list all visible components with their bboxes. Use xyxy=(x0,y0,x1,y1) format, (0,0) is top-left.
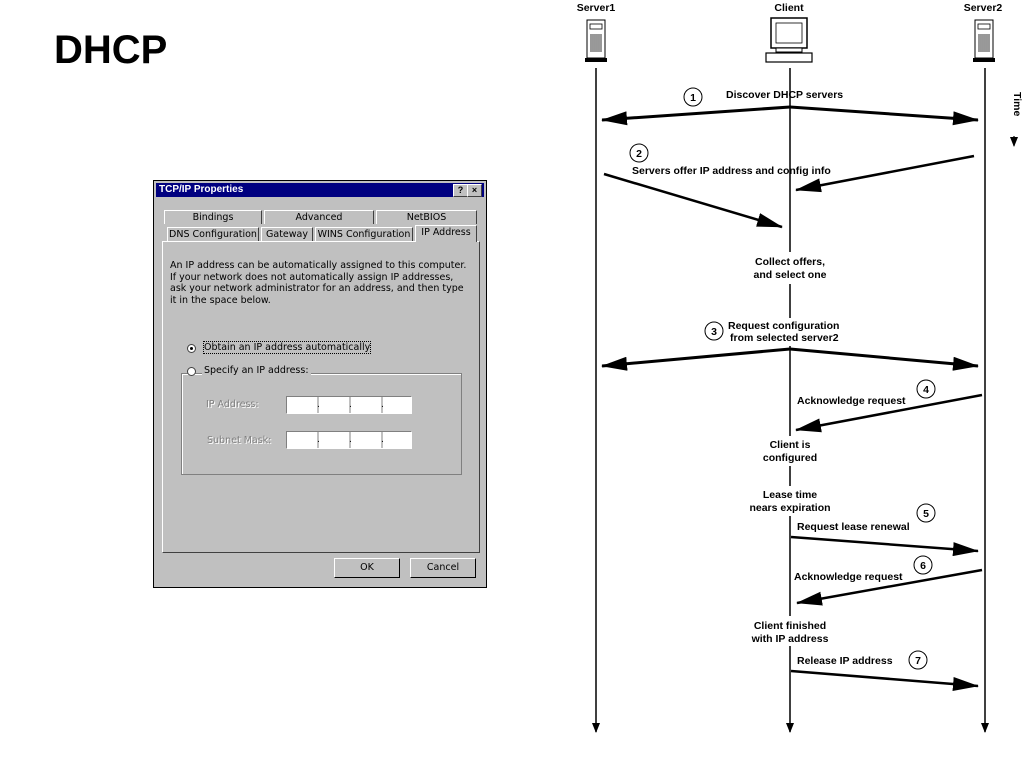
step-1-number: 1 xyxy=(690,92,696,104)
participant-client-label: Client xyxy=(774,2,804,14)
specify-ip-groupbox xyxy=(181,373,462,475)
ip-octet-3[interactable] xyxy=(351,397,381,413)
step-4-number: 4 xyxy=(923,384,929,396)
tab-dns-configuration[interactable]: DNS Configuration xyxy=(167,227,259,241)
step-6-number-circle xyxy=(913,555,933,575)
subnet-mask-field[interactable]: . . . xyxy=(286,431,412,449)
dhcp-sequence-diagram: Server1 Client Server2 Time 1 Dis xyxy=(577,2,1023,733)
step-1-label: Discover DHCP servers xyxy=(726,89,843,101)
step-3-number-circle xyxy=(704,321,724,341)
step-3-number: 3 xyxy=(711,326,717,338)
tab-wins-configuration[interactable]: WINS Configuration xyxy=(315,227,413,241)
radio-obtain-automatically-label[interactable]: Obtain an IP address automatically xyxy=(202,341,372,354)
step-2-number: 2 xyxy=(636,148,642,160)
step-5-renewal: 5 Request lease renewal xyxy=(790,503,979,557)
step-2-number-circle xyxy=(629,143,649,163)
ip-octet-4[interactable] xyxy=(383,397,411,413)
step-3-request: 3 Request configuration from selected se… xyxy=(601,320,979,371)
mask-dot: . xyxy=(349,435,352,445)
participant-server1-label: Server1 xyxy=(577,2,616,14)
ip-dot: . xyxy=(317,400,320,410)
step-3-label-line2: from selected server2 xyxy=(730,332,839,344)
tab-advanced[interactable]: Advanced xyxy=(264,210,374,224)
step-7-number: 7 xyxy=(915,655,921,667)
mask-octet-3[interactable] xyxy=(351,432,381,448)
help-button[interactable]: ? xyxy=(453,184,468,197)
note-client-finished: Client finished with IP address xyxy=(751,620,829,645)
mask-octet-2[interactable] xyxy=(319,432,349,448)
ip-address-field[interactable]: . . . xyxy=(286,396,412,414)
dialog-title: TCP/IP Properties xyxy=(159,184,244,195)
step-2-offer: 2 Servers offer IP address and config in… xyxy=(603,143,975,229)
radio-specify-ip-label[interactable]: Specify an IP address: xyxy=(202,365,311,376)
tab-netbios[interactable]: NetBIOS xyxy=(376,210,477,224)
server2-tower-icon xyxy=(973,19,995,62)
radio-specify-ip[interactable] xyxy=(187,367,196,376)
step-6-label: Acknowledge request xyxy=(794,571,903,583)
mask-dot: . xyxy=(381,435,384,445)
page-title: DHCP xyxy=(54,28,168,72)
step-6-acknowledge: 6 Acknowledge request xyxy=(794,555,983,606)
step-1-discover: 1 Discover DHCP servers xyxy=(601,87,979,126)
participant-server2-label: Server2 xyxy=(964,2,1003,14)
step-1-number-circle xyxy=(683,87,703,107)
ip-address-label: IP Address: xyxy=(206,399,259,410)
mask-dot: . xyxy=(317,435,320,445)
step-7-number-circle xyxy=(908,650,928,670)
tab-ip-address[interactable]: IP Address xyxy=(415,225,477,242)
server1-tower-icon xyxy=(585,19,607,62)
svg-text:Collect offers,: Collect offers, xyxy=(755,256,825,268)
dialog-titlebar[interactable]: TCP/IP Properties ? × xyxy=(156,183,484,197)
ip-octet-2[interactable] xyxy=(319,397,349,413)
ip-address-panel xyxy=(162,241,480,553)
svg-text:configured: configured xyxy=(763,452,817,464)
ip-dot: . xyxy=(349,400,352,410)
mask-octet-1[interactable] xyxy=(287,432,317,448)
ip-octet-1[interactable] xyxy=(287,397,317,413)
svg-text:nears expiration: nears expiration xyxy=(749,502,830,514)
svg-text:Lease time: Lease time xyxy=(763,489,817,501)
time-axis-label: Time xyxy=(1011,92,1023,116)
client-computer-icon xyxy=(765,17,813,63)
ip-dot: . xyxy=(381,400,384,410)
step-7-label: Release IP address xyxy=(797,655,893,667)
step-5-number: 5 xyxy=(923,508,929,520)
ok-button[interactable]: OK xyxy=(334,558,400,578)
step-5-label: Request lease renewal xyxy=(797,521,910,533)
svg-text:Client is: Client is xyxy=(770,439,811,451)
ip-description-text: An IP address can be automatically assig… xyxy=(170,260,467,306)
step-6-number: 6 xyxy=(920,560,926,572)
tcpip-properties-dialog: TCP/IP Properties ? × Bindings Advanced … xyxy=(153,180,487,588)
tab-bindings[interactable]: Bindings xyxy=(164,210,262,224)
mask-octet-4[interactable] xyxy=(383,432,411,448)
step-4-number-circle xyxy=(916,379,936,399)
step-3-label-line1: Request configuration xyxy=(728,320,839,332)
step-5-number-circle xyxy=(916,503,936,523)
radio-selected-dot xyxy=(190,347,193,350)
step-4-acknowledge: 4 Acknowledge request xyxy=(795,379,983,433)
svg-text:with IP address: with IP address xyxy=(751,633,829,645)
svg-text:and select one: and select one xyxy=(754,269,827,281)
subnet-mask-label: Subnet Mask: xyxy=(207,435,272,446)
step-7-release: 7 Release IP address xyxy=(790,650,979,691)
step-2-label: Servers offer IP address and config info xyxy=(632,165,831,177)
note-lease-time: Lease time nears expiration xyxy=(749,489,830,514)
cancel-button[interactable]: Cancel xyxy=(410,558,476,578)
step-4-label: Acknowledge request xyxy=(797,395,906,407)
note-client-configured: Client is configured xyxy=(763,439,817,464)
tab-gateway[interactable]: Gateway xyxy=(261,227,313,241)
close-button[interactable]: × xyxy=(467,184,482,197)
radio-obtain-automatically[interactable] xyxy=(187,344,196,353)
note-collect-offers: Collect offers, and select one xyxy=(754,256,827,281)
svg-text:Client finished: Client finished xyxy=(754,620,826,632)
